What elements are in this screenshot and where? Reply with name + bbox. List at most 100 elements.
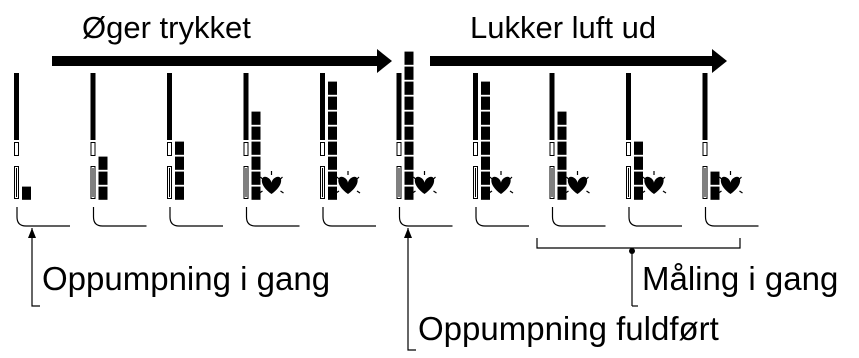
pressure-segment xyxy=(175,171,184,185)
pressure-segment xyxy=(557,141,567,155)
pressure-segment xyxy=(328,171,337,185)
pressure-segment xyxy=(328,141,337,155)
pressure-segment xyxy=(328,96,337,110)
pressure-segment xyxy=(251,126,261,140)
scale-hollow-box xyxy=(549,142,555,156)
pressure-segment xyxy=(481,186,490,200)
pulse-ray xyxy=(279,176,283,181)
scale-solid-bar xyxy=(90,73,96,140)
deflate-arrow xyxy=(430,49,727,73)
pressure-segment xyxy=(557,186,567,200)
pressure-segment xyxy=(175,141,184,155)
heart-icon xyxy=(335,171,361,194)
pulse-ray xyxy=(336,176,341,181)
pulse-ray xyxy=(661,176,666,181)
inflation-complete-callout-label: Oppumpning fuldført xyxy=(418,310,719,347)
pressure-segment xyxy=(251,141,261,155)
pulse-ray xyxy=(413,176,417,181)
pulse-ray xyxy=(488,190,493,194)
pulse-ray xyxy=(335,190,340,194)
heart-icon xyxy=(412,171,437,194)
pulse-ray xyxy=(356,190,361,194)
pulse-ray xyxy=(662,190,667,194)
pressure-segment xyxy=(98,171,108,185)
display-panel xyxy=(396,51,453,227)
panel-frame xyxy=(398,207,453,227)
scale-hollow-bar xyxy=(90,166,96,199)
pressure-segment xyxy=(251,186,261,200)
panel-frame xyxy=(551,207,606,227)
pressure-segment xyxy=(328,81,337,95)
heart-icon xyxy=(718,171,743,194)
display-panel xyxy=(167,73,223,227)
pulse-ray xyxy=(738,176,742,181)
inflate-label: Øger trykket xyxy=(82,10,251,45)
measuring-bracket xyxy=(536,238,741,249)
pulse-ray xyxy=(489,176,494,181)
scale-hollow-bar xyxy=(167,166,172,199)
pulse-ray xyxy=(355,176,360,181)
scale-solid-bar xyxy=(626,73,631,140)
pulse-ray xyxy=(509,190,514,194)
pulse-ray xyxy=(586,190,590,194)
pressure-segment xyxy=(557,156,567,170)
pressure-segment xyxy=(404,51,414,65)
display-panel xyxy=(14,73,70,227)
pressure-segment xyxy=(404,126,414,140)
pulse-ray xyxy=(433,190,437,194)
pressure-segment xyxy=(634,186,643,200)
scale-solid-bar xyxy=(396,73,402,140)
scale-hollow-bar xyxy=(702,166,708,199)
pressure-segment xyxy=(481,171,490,185)
display-panel xyxy=(243,73,300,227)
pressure-segment xyxy=(251,111,261,125)
pulse-ray xyxy=(412,190,416,194)
pressure-segment xyxy=(557,126,567,140)
heart-shape xyxy=(491,176,511,194)
pressure-segment xyxy=(328,111,337,125)
scale-solid-bar xyxy=(14,73,19,140)
measuring-bracket-dot xyxy=(629,248,635,254)
scale-hollow-box xyxy=(167,142,172,156)
scale-solid-bar xyxy=(243,73,249,140)
pressure-segment xyxy=(481,126,490,140)
pulse-ray xyxy=(508,176,513,181)
inflating-callout-label: Oppumpning i gang xyxy=(42,260,331,297)
pulse-ray xyxy=(585,176,589,181)
panel-frame xyxy=(16,207,70,227)
scale-solid-bar xyxy=(320,73,325,140)
pressure-segment xyxy=(404,111,414,125)
scale-hollow-bar xyxy=(320,166,325,199)
heart-shape xyxy=(261,176,282,194)
pulse-ray xyxy=(566,176,570,181)
pressure-segment xyxy=(404,141,414,155)
callout-lines xyxy=(28,228,741,351)
heart-shape xyxy=(567,176,588,194)
pressure-segment xyxy=(175,156,184,170)
pressure-segment xyxy=(404,81,414,95)
pressure-segment xyxy=(328,186,337,200)
scale-hollow-bar xyxy=(243,166,249,199)
pressure-segment xyxy=(251,156,261,170)
heart-shape xyxy=(414,176,435,194)
scale-solid-bar xyxy=(167,73,172,140)
panel-frame xyxy=(245,207,300,227)
display-panels xyxy=(14,51,759,227)
pressure-segment xyxy=(404,186,414,200)
pressure-segment xyxy=(481,111,490,125)
panel-frame xyxy=(322,207,376,227)
pressure-segment xyxy=(710,171,720,185)
panel-frame xyxy=(169,207,223,227)
inflating-callout-arrowhead xyxy=(28,228,36,238)
scale-hollow-box xyxy=(14,142,19,156)
scale-hollow-bar xyxy=(626,166,631,199)
scale-hollow-bar xyxy=(549,166,555,199)
pressure-segment xyxy=(328,126,337,140)
scale-solid-bar xyxy=(702,73,708,140)
display-panel xyxy=(90,73,147,227)
display-panel xyxy=(473,73,529,227)
heart-icon xyxy=(565,171,590,194)
scale-solid-bar xyxy=(549,73,555,140)
pulse-ray xyxy=(642,176,647,181)
